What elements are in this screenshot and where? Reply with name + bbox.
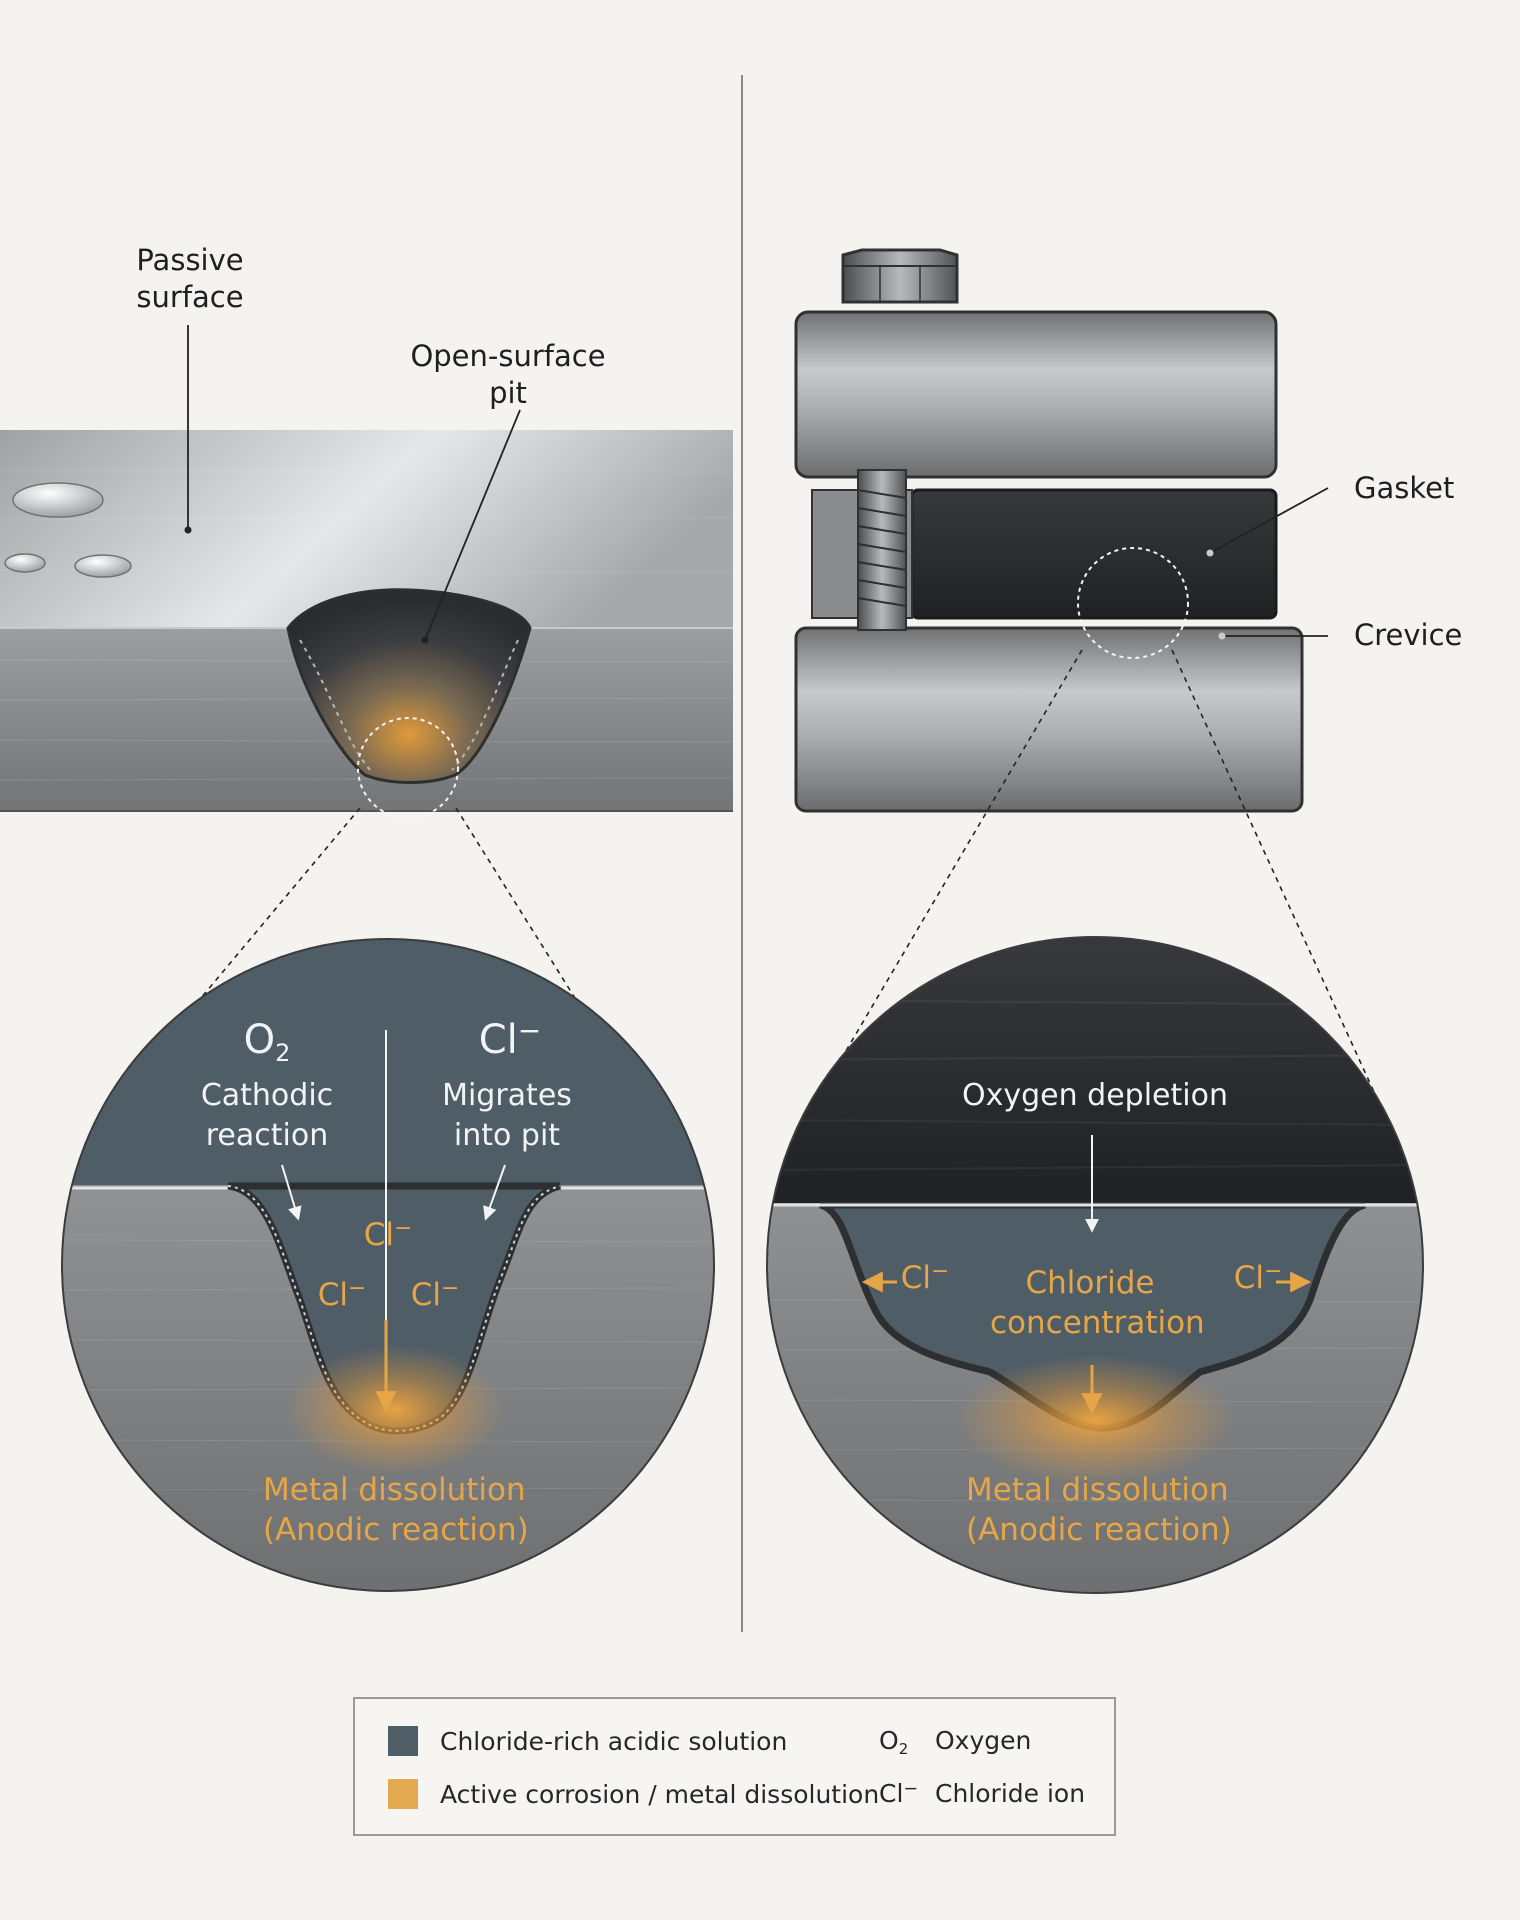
- water-droplets: [4, 482, 132, 578]
- crevice-zoom-circle: [767, 937, 1423, 1593]
- crevice-label: Crevice: [1354, 618, 1463, 652]
- gasket-label: Gasket: [1354, 471, 1455, 505]
- legend-symbol-oxygen: O2 Oxygen: [879, 1726, 1032, 1759]
- chloride-symbol: Cl−: [478, 1014, 542, 1063]
- oxygen-symbol: O2: [243, 1017, 291, 1068]
- crevice-zoom-marker: [1077, 547, 1189, 659]
- migrates-into-pit-label: Migrates into pit: [442, 1078, 572, 1153]
- chloride-ion-left: Cl−: [317, 1276, 367, 1313]
- chloride-concentration-label: Chloride concentration: [990, 1265, 1205, 1341]
- steel-plate: [0, 430, 734, 812]
- legend: Chloride-rich acidic solution Active cor…: [353, 1697, 1116, 1836]
- solution-swatch: [388, 1726, 418, 1756]
- crevice-metal-dissolution-label: Metal dissolution (Anodic reaction): [966, 1472, 1232, 1548]
- chloride-ion-right-wall: Cl−: [1233, 1259, 1283, 1296]
- passive-surface-label: Passive surface: [136, 243, 244, 314]
- open-surface-pit: [286, 588, 532, 784]
- open-pit-leader: [424, 409, 521, 641]
- chloride-ion-left-wall: Cl−: [900, 1259, 950, 1296]
- open-surface-pit-label: Open-surface pit: [410, 339, 606, 410]
- chloride-ion-top: Cl−: [363, 1216, 413, 1253]
- legend-item-corrosion: Active corrosion / metal dissolution: [388, 1779, 879, 1809]
- corrosion-swatch: [388, 1779, 418, 1809]
- gasket-leader: [1209, 487, 1329, 554]
- flange-assembly: [794, 248, 1304, 813]
- oxygen-depletion-label: Oxygen depletion: [962, 1078, 1228, 1113]
- legend-symbol-chloride: Cl− Chloride ion: [879, 1779, 1086, 1808]
- cathodic-reaction-label: Cathodic reaction: [200, 1078, 334, 1153]
- pit-zoom-marker: [357, 717, 459, 819]
- crevice-arrows: [861, 1135, 1312, 1415]
- chloride-ion-right: Cl−: [410, 1276, 460, 1313]
- pit-arrows: [281, 1030, 506, 1413]
- pit-metal-dissolution-label: Metal dissolution (Anodic reaction): [263, 1472, 529, 1548]
- legend-item-solution: Chloride-rich acidic solution: [388, 1726, 787, 1756]
